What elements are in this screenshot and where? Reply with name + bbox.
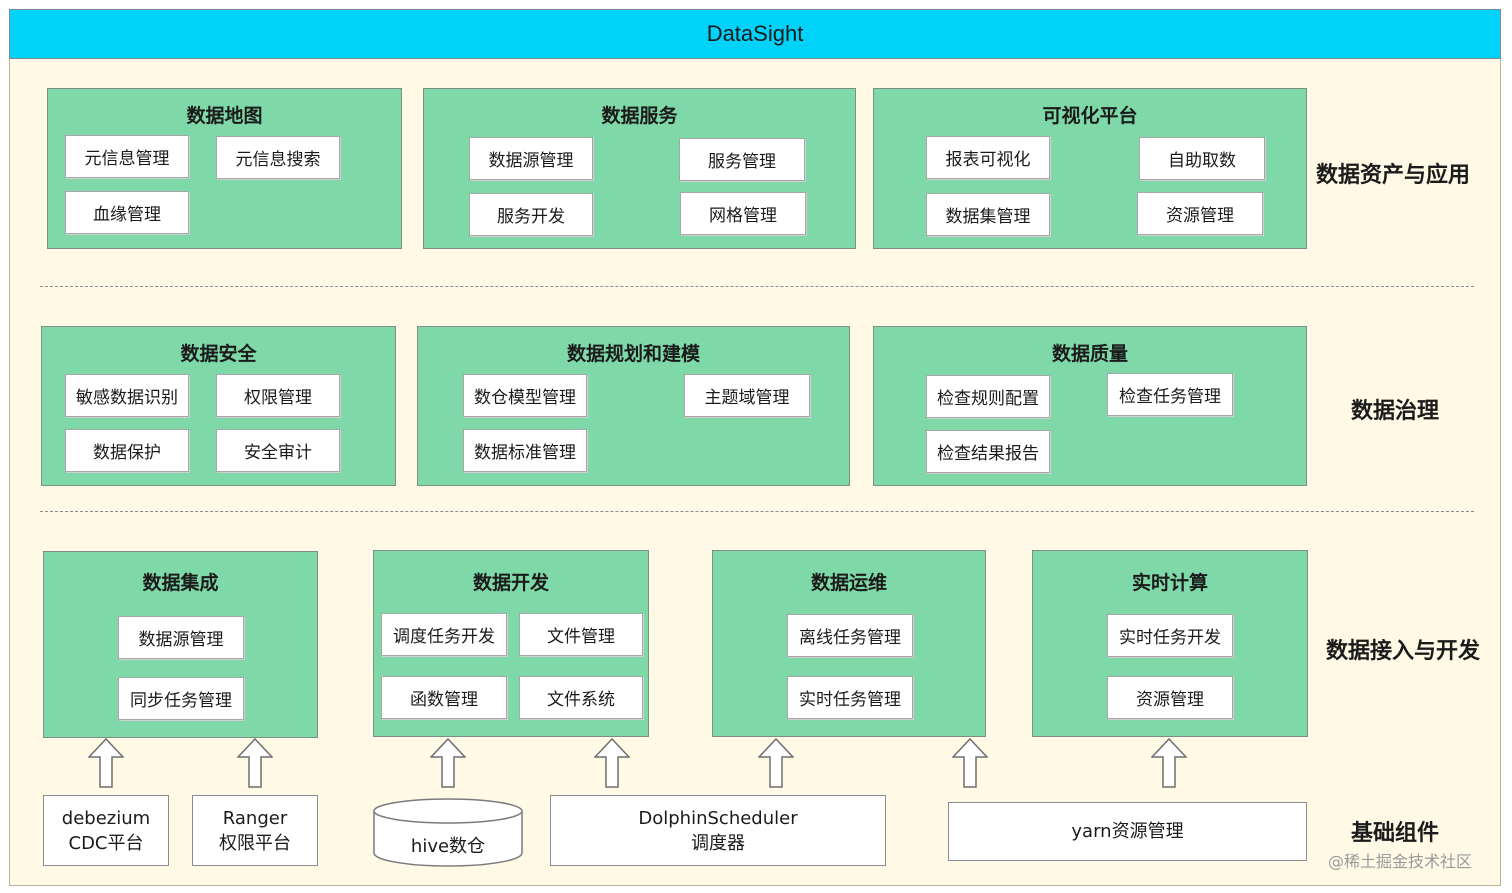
- base-debezium: debezium CDC平台: [43, 795, 169, 866]
- item-scheduling-task-development: 调度任务开发: [381, 613, 507, 656]
- item-datasource-management: 数据源管理: [118, 616, 244, 659]
- item-self-service-query: 自助取数: [1139, 137, 1265, 180]
- base-dolphinscheduler-desc: 调度器: [691, 832, 745, 854]
- item-resource-management: 资源管理: [1137, 192, 1263, 235]
- database-cylinder-icon: [373, 798, 523, 867]
- group-title: 数据运维: [810, 572, 887, 594]
- tier-label-governance: 数据治理: [1351, 399, 1440, 424]
- base-dolphinscheduler: DolphinScheduler 调度器: [550, 795, 886, 866]
- base-hive: hive数仓: [410, 836, 486, 857]
- base-yarn: yarn资源管理: [948, 802, 1307, 861]
- base-yarn-label: yarn资源管理: [1071, 821, 1184, 842]
- group-data-development: 数据开发 调度任务开发 文件管理 函数管理 文件系统: [373, 550, 649, 737]
- item-check-result-report: 检查结果报告: [926, 430, 1050, 473]
- item-metadata-search: 元信息搜索: [216, 136, 340, 179]
- base-ranger-desc: 权限平台: [219, 832, 291, 854]
- group-data-map: 数据地图 元信息管理 元信息搜索 血缘管理: [47, 88, 402, 249]
- up-arrow-icon: [88, 738, 124, 788]
- group-visualization: 可视化平台 报表可视化 自助取数 数据集管理 资源管理: [873, 88, 1307, 249]
- item-sensitive-data-detection: 敏感数据识别: [65, 374, 189, 417]
- up-arrow-icon: [1151, 738, 1187, 788]
- item-check-rule-config: 检查规则配置: [926, 375, 1050, 418]
- tier-divider-bottom: [40, 511, 1474, 512]
- tier-divider-top: [40, 286, 1474, 287]
- item-realtime-task-development: 实时任务开发: [1107, 614, 1233, 657]
- item-warehouse-model-management: 数仓模型管理: [463, 374, 587, 417]
- item-permission-management: 权限管理: [216, 374, 340, 417]
- base-debezium-name: debezium: [61, 807, 151, 829]
- group-data-integration: 数据集成 数据源管理 同步任务管理: [43, 551, 318, 738]
- group-realtime-compute: 实时计算 实时任务开发 资源管理: [1032, 550, 1308, 737]
- up-arrow-icon: [430, 738, 466, 788]
- item-security-audit: 安全审计: [216, 429, 340, 472]
- item-dataset-management: 数据集管理: [926, 193, 1050, 236]
- item-report-visualization: 报表可视化: [926, 136, 1050, 179]
- item-data-standard-management: 数据标准管理: [463, 429, 587, 472]
- item-service-development: 服务开发: [469, 193, 593, 236]
- group-data-security: 数据安全 敏感数据识别 权限管理 数据保护 安全审计: [41, 326, 396, 486]
- item-offline-task-management: 离线任务管理: [787, 614, 913, 657]
- item-subject-domain-management: 主题域管理: [684, 374, 810, 417]
- group-data-quality: 数据质量 检查规则配置 检查任务管理 检查结果报告: [873, 326, 1307, 486]
- tier-label-ingestion-development: 数据接入与开发: [1326, 639, 1481, 664]
- group-title: 可视化平台: [1042, 105, 1138, 127]
- group-data-service: 数据服务 数据源管理 服务管理 服务开发 网格管理: [423, 88, 856, 249]
- item-data-protection: 数据保护: [65, 429, 189, 472]
- item-check-task-management: 检查任务管理: [1107, 373, 1233, 416]
- tier-label-base-components: 基础组件: [1351, 821, 1440, 846]
- item-service-management: 服务管理: [679, 138, 805, 181]
- item-file-system: 文件系统: [519, 676, 643, 719]
- group-title: 数据规划和建模: [566, 343, 700, 365]
- group-title: 数据开发: [472, 572, 549, 594]
- group-data-ops: 数据运维 离线任务管理 实时任务管理: [712, 550, 986, 737]
- item-metadata-management: 元信息管理: [65, 135, 189, 178]
- group-title: 数据安全: [180, 343, 257, 365]
- up-arrow-icon: [952, 738, 988, 788]
- group-title: 数据质量: [1051, 343, 1128, 365]
- up-arrow-icon: [758, 738, 794, 788]
- group-title: 数据服务: [601, 105, 678, 127]
- item-datasource-management: 数据源管理: [469, 137, 593, 180]
- group-title: 实时计算: [1131, 572, 1208, 594]
- watermark: @稀土掘金技术社区: [1328, 852, 1473, 871]
- item-sync-task-management: 同步任务管理: [118, 677, 244, 720]
- tier-label-assets-applications: 数据资产与应用: [1316, 163, 1471, 188]
- item-grid-management: 网格管理: [680, 192, 806, 235]
- group-data-modeling: 数据规划和建模 数仓模型管理 主题域管理 数据标准管理: [417, 326, 850, 486]
- group-title: 数据地图: [186, 105, 263, 127]
- header-title: DataSight: [9, 9, 1501, 59]
- item-resource-management: 资源管理: [1107, 676, 1233, 719]
- up-arrow-icon: [237, 738, 273, 788]
- item-realtime-task-management: 实时任务管理: [787, 676, 913, 719]
- up-arrow-icon: [594, 738, 630, 788]
- base-ranger: Ranger 权限平台: [192, 795, 318, 866]
- base-debezium-desc: CDC平台: [68, 832, 144, 854]
- item-function-management: 函数管理: [381, 676, 507, 719]
- group-title: 数据集成: [142, 572, 219, 594]
- item-lineage-management: 血缘管理: [65, 191, 189, 234]
- base-ranger-name: Ranger: [222, 807, 288, 829]
- base-dolphinscheduler-name: DolphinScheduler: [638, 807, 798, 829]
- item-file-management: 文件管理: [519, 613, 643, 656]
